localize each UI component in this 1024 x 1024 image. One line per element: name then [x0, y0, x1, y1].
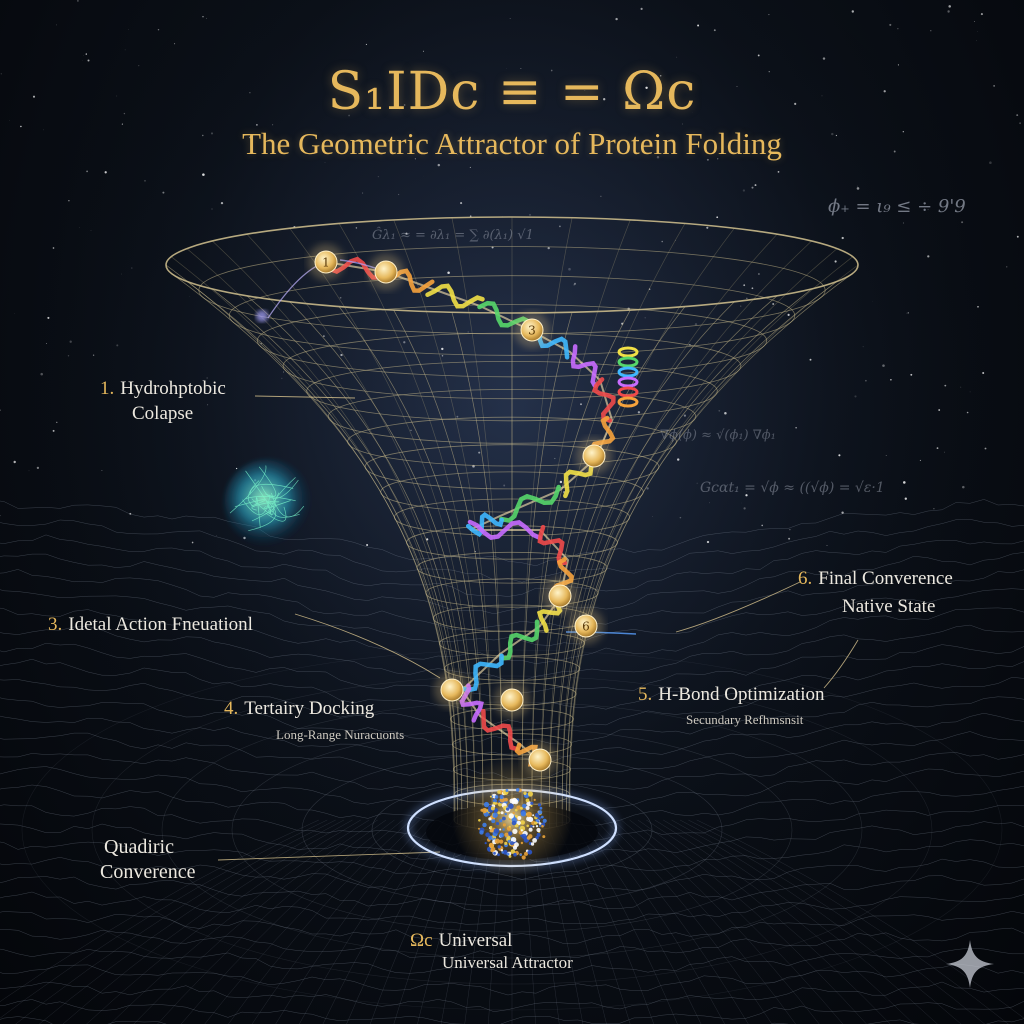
step-marker: [576, 438, 612, 474]
step-marker: [522, 742, 558, 778]
label-quadric-line1: Quadiric: [104, 836, 174, 858]
label-step6-number: 6.: [798, 568, 813, 589]
label-step3-number: 3.: [48, 614, 63, 635]
label-step5: 5.H-Bond Optimization: [638, 684, 824, 706]
formula-lower-right: Gcαt₁ = √ϕ ≈ ((√ϕ) = √ε·1: [700, 480, 885, 496]
step-marker: 6: [568, 608, 604, 644]
label-step4: 4.Tertairy Docking: [224, 698, 374, 720]
label-step1-number: 1.: [100, 378, 115, 399]
funnel-grid: [165, 216, 859, 831]
label-step6-line2: Native State: [842, 596, 936, 617]
step-marker: 3: [514, 312, 550, 348]
step-marker-number: 1: [322, 256, 330, 270]
formula-rim: Ĝλ₁ ≈ = ∂λ₁ = ∑ ∂(λ₁) √1: [372, 228, 534, 243]
label-step5-title: H-Bond Optimization: [658, 684, 825, 705]
label-step4-sub: Long-Range Nuracuonts: [276, 727, 405, 742]
label-step5-sub: Secundary Refhmsnsit: [686, 712, 804, 727]
glow-dot: [256, 310, 268, 322]
step-marker: [368, 254, 404, 290]
label-universal-line1: Universal: [438, 930, 513, 951]
title-subtitle: The Geometric Attractor of Protein Foldi…: [242, 126, 782, 161]
label-universal-line2: Universal Attractor: [442, 953, 573, 972]
label-step1: 1.Hydrohptobic: [100, 378, 226, 400]
label-step6-line1: Final Converence: [818, 568, 953, 589]
label-step5-number: 5.: [638, 684, 653, 705]
label-step1-line1: Hydrohptobic: [120, 378, 226, 399]
sparkle-icon: [946, 940, 994, 988]
label-universal-symbol: Ωc: [410, 930, 433, 951]
step-marker: [434, 672, 470, 708]
step-marker-number: 3: [528, 324, 536, 338]
step-marker: [542, 578, 578, 614]
leader-lines: [217, 395, 859, 861]
formula-mid-right: ∇ϕ(ϕ) ≈ √(ϕ₁) ∇ϕ₁: [660, 428, 776, 443]
attractor-core: [405, 758, 619, 878]
step-marker: [494, 682, 530, 718]
label-step4-number: 4.: [224, 698, 239, 719]
step-marker: 1: [308, 244, 344, 280]
label-step4-title: Tertairy Docking: [244, 698, 375, 719]
title-equation: S₁IDc ≡ = Ωc: [327, 62, 697, 122]
label-quadric-line2: Converence: [100, 861, 196, 883]
step-marker-number: 6: [582, 620, 590, 634]
protein-globule-icon: [224, 459, 312, 547]
label-step1-line2: Colapse: [132, 403, 194, 424]
step-markers: 1 3 6: [308, 244, 612, 778]
label-step3: 3.Idetal Action Fneuationl: [48, 614, 253, 636]
label-step3-text: Idetal Action Fneuationl: [68, 614, 253, 635]
formula-top-right: ϕ₊ = ι₉ ≤ ÷ 9'9: [828, 196, 966, 217]
label-step6: 6.Final Converence: [798, 568, 953, 590]
